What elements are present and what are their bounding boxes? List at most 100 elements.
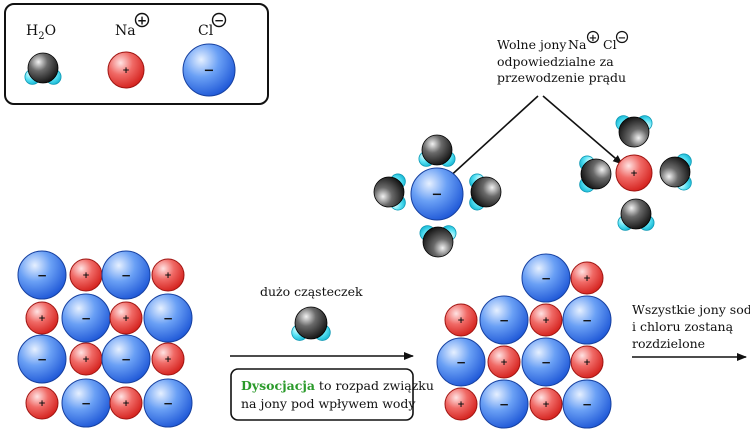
arrow-to-sodium [542, 95, 623, 165]
ion-charge-sign: − [81, 396, 91, 410]
sodium-ion: + [444, 303, 478, 337]
sodium-ion: + [615, 154, 653, 192]
sodium-ion: + [151, 258, 185, 292]
salt-crystal-lattice: −+−++−+−−+−++−+− [17, 250, 193, 428]
water-molecule [469, 173, 502, 211]
sodium-ion: + [109, 386, 143, 420]
ion-charge-sign: − [81, 311, 91, 325]
chloride-ion: − [17, 250, 67, 300]
water-molecule [373, 173, 406, 211]
oxygen-atom [422, 226, 454, 258]
sodium-ion: + [487, 345, 521, 379]
ion-charge-sign: + [542, 400, 550, 410]
ion-charge-sign: − [499, 313, 509, 327]
sodium-ion: + [107, 51, 145, 89]
ion-charge-sign: + [542, 316, 550, 326]
sodium-ion: + [529, 303, 563, 337]
ion-charge-sign: − [37, 268, 47, 282]
ion-charge-sign: + [38, 399, 46, 409]
ion-charge-sign: + [82, 271, 90, 281]
chloride-ion: − [182, 43, 236, 97]
free-ions-cl: Cl [603, 37, 617, 52]
ion-charge-sign: + [122, 399, 130, 409]
result-line1: Wszystkie jony sodu [632, 302, 750, 317]
legend-sodium-ion: + [107, 51, 145, 89]
chloride-ion: − [61, 293, 111, 343]
definition-term: Dysocjacja [241, 378, 315, 393]
sodium-ion: + [529, 387, 563, 421]
ion-charge-sign: − [541, 271, 551, 285]
ion-charge-sign: + [630, 169, 638, 179]
legend-chloride-label: Cl [198, 23, 214, 39]
ion-charge-sign: − [121, 268, 131, 282]
ion-charge-sign: − [499, 397, 509, 411]
chloride-ion: − [521, 253, 571, 303]
legend-chloride-charge-badge: − [211, 12, 227, 28]
water-molecule [617, 198, 655, 231]
chloride-ion: − [143, 293, 193, 343]
water-molecule [659, 153, 692, 191]
oxygen-atom [659, 156, 691, 188]
ion-charge-sign: + [457, 400, 465, 410]
oxygen-atom [618, 116, 650, 148]
hydrated-chloride-ion: − [373, 134, 502, 258]
ion-charge-sign: + [38, 314, 46, 324]
svg-text:+: + [137, 14, 147, 28]
oxygen-atom [580, 158, 612, 190]
svg-text:−: − [618, 33, 626, 44]
ion-charge-sign: − [163, 396, 173, 410]
water-molecule [419, 225, 457, 258]
free-ions-caption: Wolne jony Na + Cl − odpowiedzialne za p… [497, 30, 629, 85]
result-line3: rozdzielone [632, 336, 705, 351]
chloride-ion: − [101, 334, 151, 384]
legend-sodium-charge-badge: + [134, 12, 150, 28]
definition-line1: Dysocjacja to rozpad związku [241, 378, 434, 393]
chloride-ion: − [410, 167, 464, 221]
chloride-ion: − [143, 378, 193, 428]
ion-charge-sign: − [582, 397, 592, 411]
sodium-ion: + [444, 387, 478, 421]
sodium-ion: + [25, 301, 59, 335]
water-molecule [291, 306, 331, 341]
free-ions-line1: Wolne jony [497, 37, 567, 52]
chloride-ion: − [479, 295, 529, 345]
ion-charge-sign: − [121, 352, 131, 366]
chloride-ion: − [562, 295, 612, 345]
oxygen-atom [27, 52, 59, 84]
free-ions-line3: przewodzenie prądu [497, 70, 626, 85]
chloride-ion: − [562, 379, 612, 429]
definition-frame [230, 368, 414, 421]
ion-charge-sign: − [204, 64, 215, 79]
svg-text:+: + [589, 33, 597, 44]
chloride-ion: − [17, 334, 67, 384]
ion-charge-sign: + [164, 271, 172, 281]
free-ions-na: Na [568, 37, 587, 52]
ion-charge-sign: − [456, 355, 466, 369]
ion-charge-sign: − [541, 355, 551, 369]
chloride-ion: − [479, 379, 529, 429]
legend-water-label: H2O [26, 23, 56, 42]
chloride-ion: − [61, 378, 111, 428]
arrow-to-chloride [445, 95, 539, 181]
ion-charge-sign: + [583, 274, 591, 284]
free-ions-line2: odpowiedzialne za [497, 54, 614, 69]
result-line2: i chloru zostaną [632, 319, 734, 334]
legend-sodium-label: Na [115, 23, 136, 39]
water-note: dużo cząsteczek [260, 284, 363, 299]
ion-charge-sign: + [164, 355, 172, 365]
ion-charge-sign: − [582, 313, 592, 327]
ion-charge-sign: + [457, 316, 465, 326]
legend-chloride-ion: − [182, 43, 236, 97]
water-molecule [579, 155, 612, 193]
sodium-ion: + [570, 345, 604, 379]
ion-charge-sign: + [500, 358, 508, 368]
oxygen-atom [470, 176, 502, 208]
ion-charge-sign: − [163, 311, 173, 325]
water-molecule [291, 306, 331, 341]
svg-text:−: − [214, 14, 224, 28]
ion-charge-sign: − [432, 188, 443, 203]
chloride-ion: − [101, 250, 151, 300]
water-molecule [418, 134, 456, 167]
sodium-ion: + [69, 258, 103, 292]
sodium-ion: + [69, 342, 103, 376]
